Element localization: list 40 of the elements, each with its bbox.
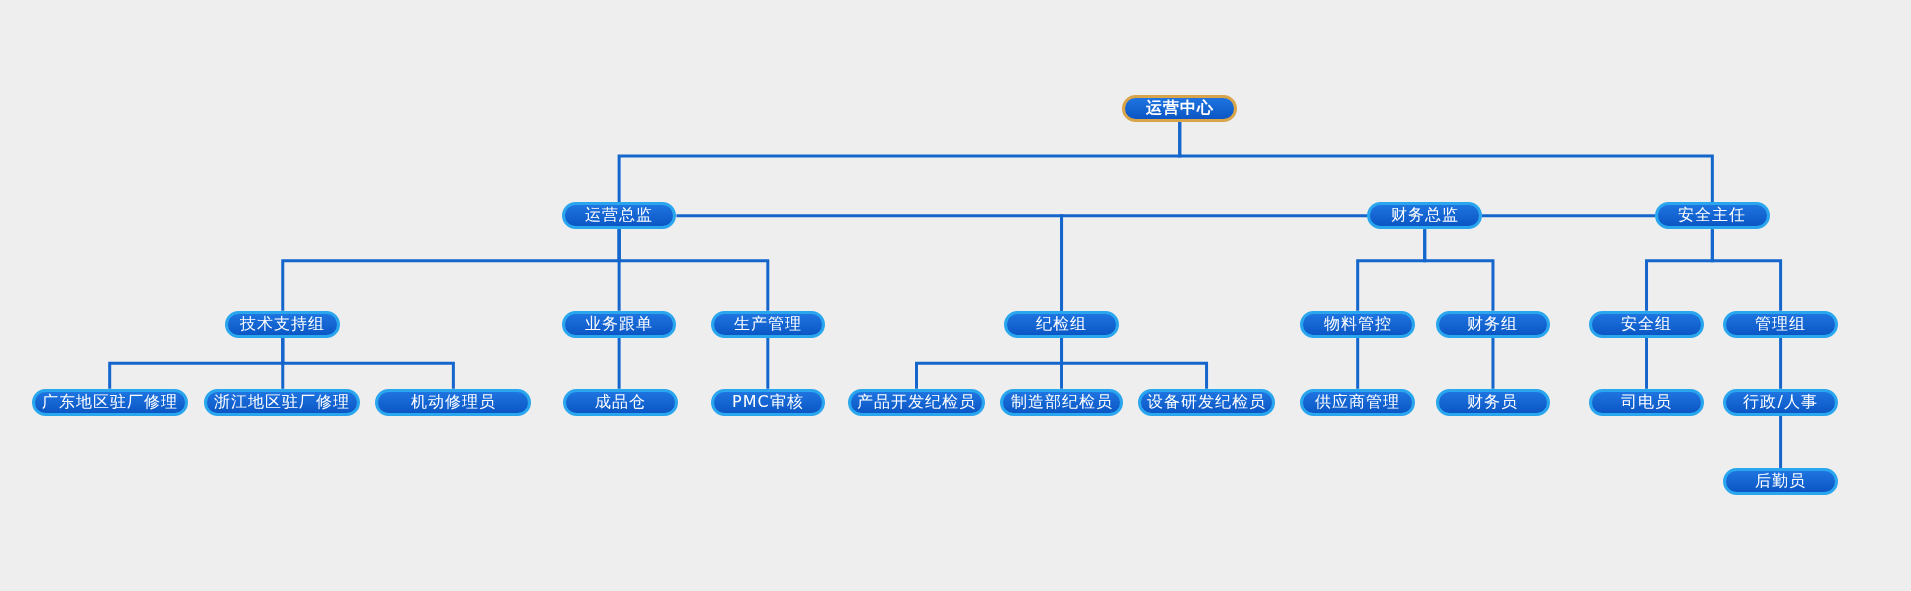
connector-line (1645, 337, 1649, 389)
rounded-box: 成品仓 (563, 388, 678, 416)
rounded-box: PMC审核 (710, 388, 826, 416)
rounded-box: 安全组 (1589, 310, 1704, 338)
rounded-box: 运营中心 (1122, 95, 1238, 122)
rounded-box: 财务总监 (1367, 202, 1482, 230)
rounded-box: 行政/人事 (1723, 388, 1838, 416)
rounded-box: 设备研发纪检员 (1137, 388, 1276, 416)
connector-line (1356, 337, 1360, 389)
connector-line (1060, 337, 1209, 389)
rounded-box: 供应商管理 (1300, 388, 1415, 416)
connector-line (1779, 337, 1783, 389)
connector-line (1423, 229, 1495, 311)
connector-line (1482, 214, 1656, 218)
rounded-box: 后勤员 (1723, 468, 1838, 495)
rounded-box: 司电员 (1589, 388, 1704, 416)
connector-line (1710, 229, 1783, 311)
rounded-box: 管理组 (1723, 310, 1838, 338)
rounded-box: 制造部纪检员 (1000, 388, 1124, 416)
connector-line (1060, 214, 1368, 311)
rounded-box: 广东地区驻厂修理 (31, 388, 188, 416)
rounded-box: 产品开发纪检员 (847, 388, 986, 416)
connector-line (766, 337, 770, 389)
rounded-box: 安全主任 (1655, 202, 1770, 230)
rounded-box: 机动修理员 (375, 388, 532, 416)
connector-line (617, 229, 770, 311)
rounded-box: 财务组 (1435, 310, 1551, 338)
rounded-box: 物料管控 (1300, 310, 1415, 338)
connector-line (1779, 415, 1783, 468)
rounded-box: 浙江地区驻厂修理 (203, 388, 360, 416)
rounded-box: 财务员 (1435, 388, 1551, 416)
connector-line (617, 337, 621, 389)
connector-line (1491, 337, 1495, 389)
rounded-box: 运营总监 (561, 202, 677, 230)
rounded-box: 业务跟单 (561, 310, 677, 338)
rounded-box: 技术支持组 (225, 310, 341, 338)
rounded-box: 生产管理 (710, 310, 826, 338)
rounded-box: 纪检组 (1004, 310, 1119, 338)
connector-line (1178, 121, 1714, 203)
connector-line (281, 337, 455, 389)
